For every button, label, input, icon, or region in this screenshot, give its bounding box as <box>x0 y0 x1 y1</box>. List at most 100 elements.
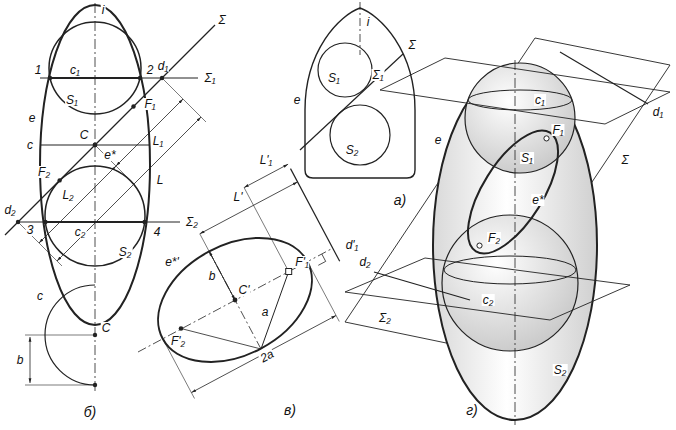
point <box>93 143 98 148</box>
dimension-line <box>30 337 31 383</box>
point-label: S₁ <box>520 152 534 164</box>
plane-trace <box>40 78 198 79</box>
point-label: Σ₂ <box>185 216 199 228</box>
point <box>43 220 47 224</box>
point-label: i <box>366 16 371 28</box>
point-label: i <box>101 4 106 16</box>
directrix-line <box>374 272 470 300</box>
point-label: e <box>293 94 302 106</box>
point-label: b <box>16 354 25 366</box>
point-label: Σ <box>620 154 629 166</box>
dimension-line <box>244 164 288 187</box>
point-label: e <box>28 112 37 124</box>
point <box>179 326 184 331</box>
dimension-line <box>116 99 183 166</box>
panel-caption: в) <box>283 403 297 417</box>
points <box>179 269 292 331</box>
point-label: Σ <box>217 14 226 26</box>
point-label: L₂ <box>61 189 74 201</box>
axis-line <box>515 60 516 425</box>
point-label: d'₁ <box>345 239 360 251</box>
point-label: 1 <box>34 64 43 76</box>
plane-outline <box>345 258 630 320</box>
directrix-line <box>560 52 648 104</box>
point-label: L <box>156 174 165 186</box>
point-label: 4 <box>153 226 162 238</box>
point-label: F₁ <box>551 124 564 136</box>
panel-axonometric <box>345 38 670 425</box>
point-label: d₂ <box>3 204 16 216</box>
sphere-outline <box>318 43 372 97</box>
dimension-line <box>57 117 201 261</box>
triangle-side <box>181 329 261 350</box>
point-label: Σ <box>407 39 416 51</box>
point <box>544 136 549 141</box>
point <box>57 178 61 182</box>
contact-circle <box>468 90 572 110</box>
triangle-side <box>261 272 289 350</box>
point-label: 3 <box>26 224 35 236</box>
point <box>48 76 52 80</box>
panel-caption: а) <box>393 193 407 207</box>
point-label: d₁ <box>157 60 169 72</box>
point-label: c₁ <box>69 64 81 76</box>
point-label: Σ₁ <box>204 72 217 84</box>
panel-true-size <box>137 164 340 398</box>
point-label: c₁ <box>534 94 546 106</box>
right-angle-mark <box>318 254 325 265</box>
point-label: L' <box>233 191 244 203</box>
directrix-line <box>291 169 340 262</box>
contact-circle <box>444 256 576 284</box>
point-label: F'₁ <box>294 256 309 268</box>
extension-line <box>163 339 195 399</box>
point <box>233 298 238 303</box>
point <box>16 220 20 224</box>
point-label: e* <box>531 194 544 206</box>
point-label: a <box>261 306 270 318</box>
point-label: 2 <box>146 64 155 76</box>
point-label: L₁ <box>152 135 164 147</box>
axis-line <box>209 251 261 349</box>
circle-trace <box>50 77 140 79</box>
focus-mark <box>286 269 292 275</box>
point-label: S₂ <box>118 246 133 258</box>
point-label: S₁ <box>65 94 79 106</box>
point-label: F₂ <box>487 232 501 244</box>
extension-line <box>95 145 134 184</box>
point-label: c₂ <box>74 226 87 238</box>
point-label: c <box>36 290 44 302</box>
point <box>93 383 97 387</box>
ellipsoid-outline <box>40 5 150 325</box>
point <box>93 333 97 337</box>
point-label: C <box>79 129 90 141</box>
point-label: e* <box>103 149 116 161</box>
point-label: b <box>208 270 217 282</box>
point-label: c₂ <box>482 294 495 306</box>
plane-trace <box>300 54 403 150</box>
panel-sketch <box>300 2 415 178</box>
point-label: 2a <box>257 347 276 365</box>
point <box>477 243 482 248</box>
extension-line <box>25 335 95 336</box>
section-ellipse <box>450 117 575 268</box>
sphere-outline <box>45 166 145 266</box>
point-label: S₂ <box>553 364 568 376</box>
point-label: e <box>434 134 443 146</box>
extension-line <box>200 234 235 300</box>
point-label: e*' <box>164 256 180 268</box>
point-label: F₂ <box>37 166 51 178</box>
dimension-line <box>192 316 337 393</box>
point-label: d₁ <box>652 106 664 118</box>
plane-trace <box>18 222 180 223</box>
point <box>131 104 135 108</box>
point-label: S₂ <box>345 144 360 156</box>
point-label: Σ₁ <box>372 69 385 81</box>
point-label: F'₂ <box>170 335 186 347</box>
extension-line <box>18 222 62 266</box>
section-ellipse <box>137 213 333 387</box>
points <box>16 76 164 387</box>
extension-line <box>162 78 206 122</box>
